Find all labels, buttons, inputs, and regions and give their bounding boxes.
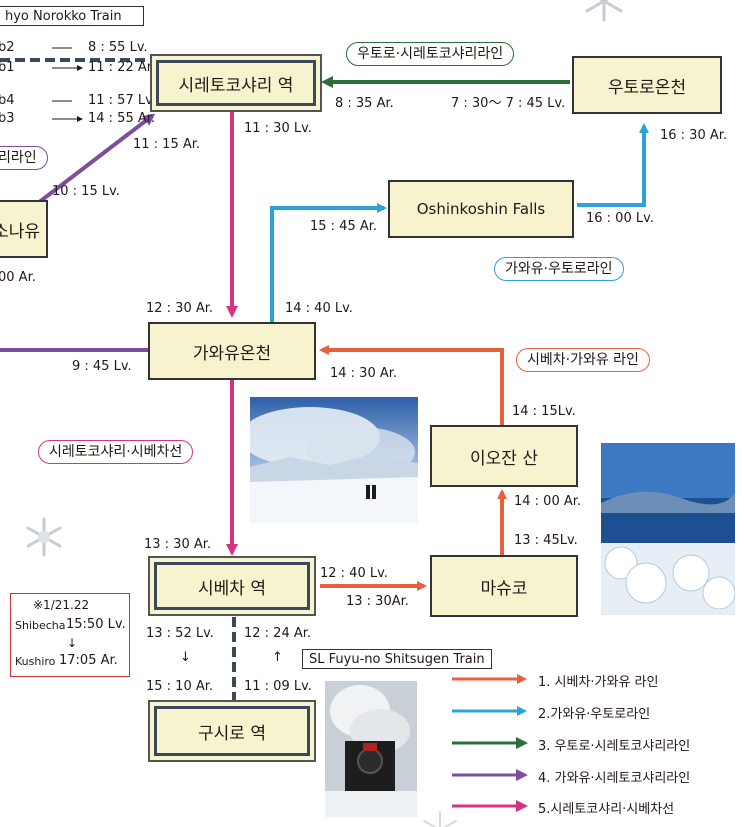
sl-train-label: SL Fuyu-no Shitsugen Train xyxy=(302,649,492,669)
train-no-b1: b1 xyxy=(0,60,15,75)
time-label: 10 : 15 Lv. xyxy=(52,184,120,199)
photo-steaming-fumarole xyxy=(250,397,418,523)
route-label-shibecha-kawayu: 시베차·가와유 라인 xyxy=(516,348,650,372)
station-kawayu-onsen[interactable]: 가와유온천 xyxy=(148,322,316,380)
arrow-down-icon: ↓ xyxy=(67,636,78,650)
train-time-b1: 11 : 22 Ar. xyxy=(88,60,156,75)
norokko-train-label: hyo Norokko Train xyxy=(0,6,144,26)
train-no-b2: b2 xyxy=(0,40,15,55)
time-label: 11 : 30 Lv. xyxy=(244,121,312,136)
route-label-left: 리라인 xyxy=(0,146,48,170)
time-label: 11 : 15 Ar. xyxy=(133,137,201,152)
snowflake-icon xyxy=(420,810,460,827)
snowflake-icon xyxy=(583,0,625,24)
note-title: ※1/21.22 xyxy=(33,598,90,612)
train-time-b3: 14 : 55 Ar. xyxy=(88,111,156,126)
snowflake-icon xyxy=(24,517,64,557)
station-label: 시베차 역 xyxy=(198,578,266,599)
station-label: 시레토코샤리 역 xyxy=(178,75,294,96)
legend-item-1: 1. 시베차·가와유 라인 xyxy=(538,675,659,690)
station-left-partial[interactable]: 소나유 xyxy=(0,200,48,258)
route-label-shari-shibecha: 시레토코샤리·시베차선 xyxy=(38,440,194,464)
train-time-b2: 8 : 55 Lv. xyxy=(88,40,148,55)
note-time-2: 17:05 Ar. xyxy=(59,653,118,668)
time-label: 16 : 00 Lv. xyxy=(586,211,654,226)
time-label: 13 : 45Lv. xyxy=(514,533,578,548)
station-utoro-onsen[interactable]: 우토로온천 xyxy=(572,56,722,114)
time-label: 14 : 40 Lv. xyxy=(285,301,353,316)
time-label: 9 : 45 Lv. xyxy=(72,359,132,374)
time-label: 8 : 35 Ar. xyxy=(335,96,394,111)
time-label: 16 : 30 Ar. xyxy=(660,128,728,143)
time-label: 13 : 30 Ar. xyxy=(144,537,212,552)
route-label-utoro-shari: 우토로·시레토코샤리라인 xyxy=(346,42,515,66)
train-no-b3: b3 xyxy=(0,111,15,126)
time-label: 12 : 40 Lv. xyxy=(320,566,388,581)
station-kushiro[interactable]: 구시로 역 xyxy=(148,700,316,762)
station-label: Oshinkoshin Falls xyxy=(416,200,546,218)
station-shiretoko-shari[interactable]: 시레토코샤리 역 xyxy=(150,54,322,112)
arrow-up-icon: ↑ xyxy=(272,650,283,665)
time-label: 15 : 45 Ar. xyxy=(310,219,378,234)
station-shibecha[interactable]: 시베차 역 xyxy=(148,556,316,616)
time-label: 13 : 30Ar. xyxy=(346,594,409,609)
legend-item-5: 5.시레토코샤리·시베차선 xyxy=(538,802,675,817)
note-station-2: Kushiro xyxy=(15,655,56,668)
schedule-note: ※1/21.22 Shibecha 15:50 Lv. ↓ Kushiro 17… xyxy=(10,593,130,677)
time-label: 12 : 24 Ar. xyxy=(244,626,312,641)
station-label: 마슈코 xyxy=(480,578,528,599)
time-label: 00 Ar. xyxy=(0,270,36,285)
orange-line-c xyxy=(319,345,504,425)
station-label: 우토로온천 xyxy=(607,77,687,98)
station-label: 소나유 xyxy=(0,221,40,242)
time-label: 12 : 30 Ar. xyxy=(146,301,214,316)
station-iozan[interactable]: 이오잔 산 xyxy=(430,425,578,487)
time-label: 13 : 52 Lv. xyxy=(146,626,214,641)
station-mashuko[interactable]: 마슈코 xyxy=(430,555,578,617)
note-station-1: Shibecha xyxy=(15,619,66,632)
route-label-kawayu-utoro: 가와유·우토로라인 xyxy=(494,257,624,281)
train-time-b4: 11 : 57 Lv. xyxy=(88,93,156,108)
photo-sl-train xyxy=(325,681,417,817)
time-label: 14 : 00 Ar. xyxy=(514,494,582,509)
station-label: 가와유온천 xyxy=(192,343,272,364)
arrow-down-icon: ↓ xyxy=(180,650,191,665)
time-label: 14 : 30 Ar. xyxy=(330,366,398,381)
time-label: 11 : 09 Lv. xyxy=(244,679,312,694)
legend-item-4: 4. 가와유·시레토코샤리라인 xyxy=(538,771,691,786)
station-oshinkoshin-falls[interactable]: Oshinkoshin Falls xyxy=(388,180,574,238)
legend-item-2: 2.가와유·우토로라인 xyxy=(538,707,651,722)
time-label: 15 : 10 Ar. xyxy=(146,679,214,694)
time-label: 7 : 30〜 7 : 45 Lv. xyxy=(451,96,566,111)
time-label: 14 : 15Lv. xyxy=(512,404,576,419)
photo-lake-mashu xyxy=(601,443,735,615)
station-label: 구시로 역 xyxy=(198,723,266,744)
train-no-b4: b4 xyxy=(0,93,15,108)
note-time-1: 15:50 Lv. xyxy=(66,617,126,632)
legend-item-3: 3. 우토로·시레토코샤리라인 xyxy=(538,739,691,754)
blue-line-b xyxy=(577,123,649,207)
station-label: 이오잔 산 xyxy=(470,448,538,469)
blue-line-a xyxy=(270,203,387,322)
